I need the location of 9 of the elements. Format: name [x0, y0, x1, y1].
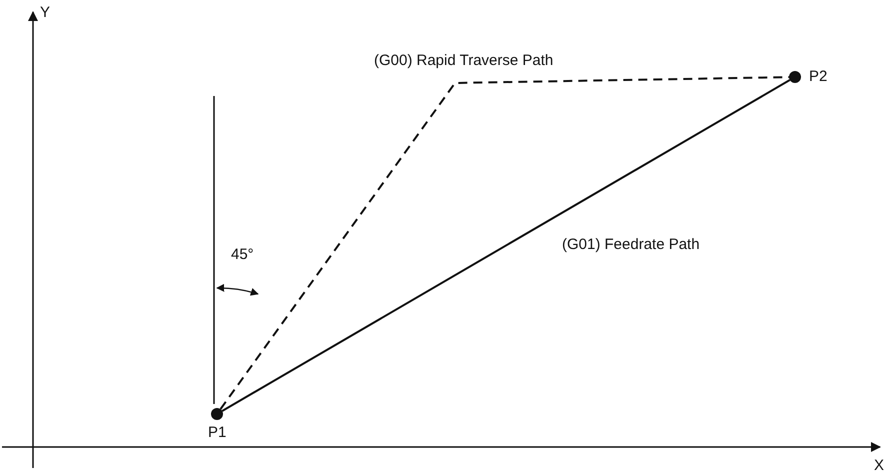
point-marker: [789, 71, 801, 83]
point-label: P2: [809, 68, 828, 86]
angle-label: 45°: [231, 246, 254, 264]
edge-label: (G00) Rapid Traverse Path: [372, 52, 556, 70]
point-label: P1: [208, 424, 226, 442]
point-marker: [211, 408, 223, 420]
edge-label: (G01) Feedrate Path: [560, 236, 702, 254]
axis-label: X: [874, 457, 884, 473]
axis-label: Y: [40, 4, 50, 22]
